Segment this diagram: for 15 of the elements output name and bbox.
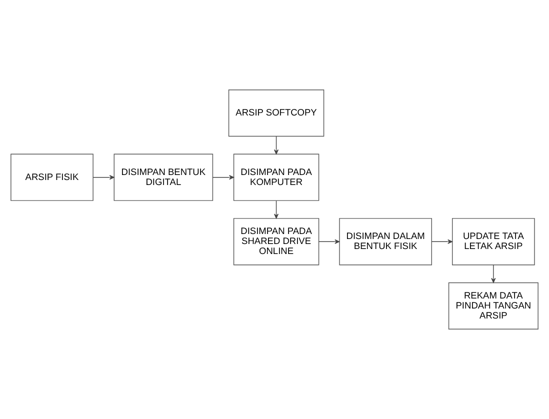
node-box: ARSIP SOFTCOPY: [228, 90, 324, 137]
arrow: [274, 200, 279, 219]
node-box: UPDATE TATA LETAK ARSIP: [452, 218, 535, 266]
arrow: [318, 239, 340, 244]
node-box: REKAM DATA PINDAH TANGAN ARSIP: [448, 282, 538, 330]
node-box: ARSIP FISIK: [10, 154, 94, 201]
arrow: [491, 264, 496, 283]
node-box: DISIMPAN PADA KOMPUTER: [233, 154, 320, 201]
arrow: [274, 136, 279, 154]
arrow: [431, 239, 453, 244]
node-box: DISIMPAN PADA SHARED DRIVE ONLINE: [233, 218, 320, 266]
arrow: [212, 175, 234, 180]
arrow: [92, 175, 114, 180]
node-box: DISIMPAN BENTUK DIGITAL: [114, 154, 214, 201]
node-box: DISIMPAN DALAM BENTUK FISIK: [339, 218, 432, 266]
